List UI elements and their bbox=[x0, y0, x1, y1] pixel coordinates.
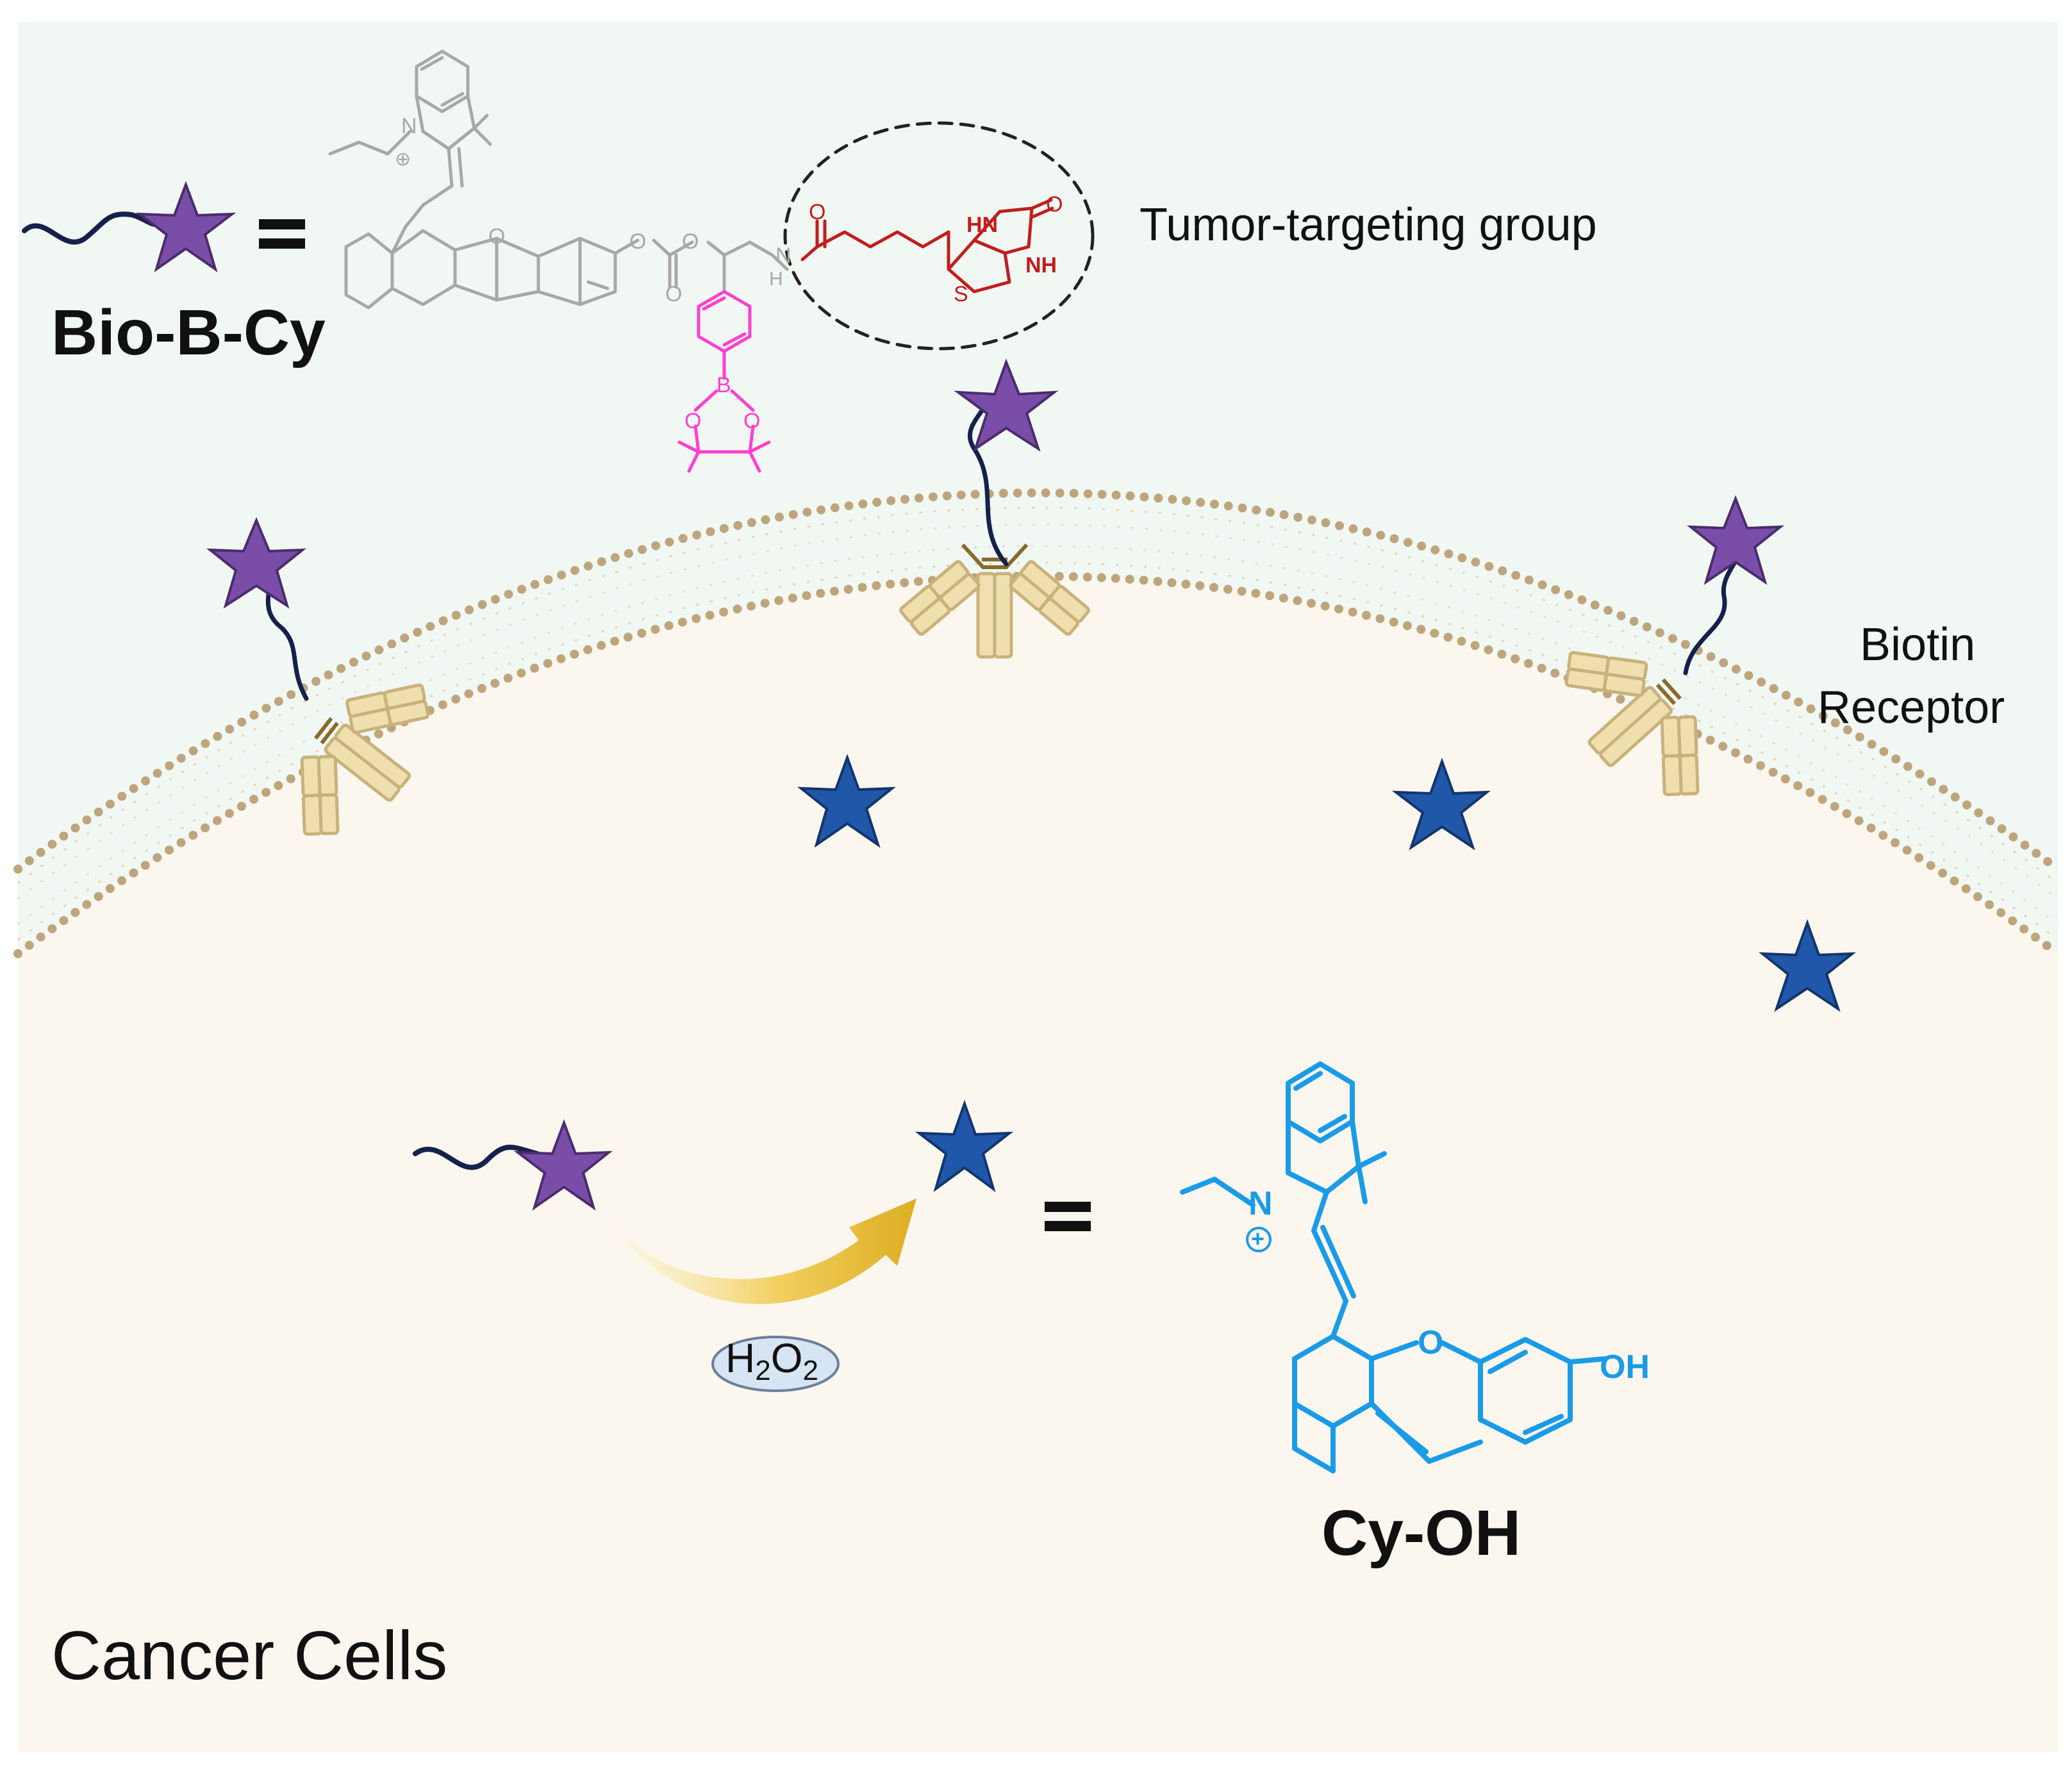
probe-atom-o3: O bbox=[682, 229, 699, 254]
bound-probe-right bbox=[1683, 495, 1784, 676]
reagent-sub1: 2 bbox=[755, 1355, 771, 1386]
compartment-label: Cancer Cells bbox=[51, 1616, 448, 1694]
biotin-receptor-right bbox=[1564, 651, 1700, 797]
h2o2-oval bbox=[711, 1336, 840, 1392]
equals-sign-bottom-bar2 bbox=[1045, 1221, 1091, 1231]
probe-legend-glyph bbox=[22, 181, 236, 272]
reagent-mid: O bbox=[770, 1335, 803, 1381]
bound-probe-center bbox=[954, 358, 1059, 567]
biotin-atom-o: O bbox=[809, 200, 825, 224]
probe-atom-h: H bbox=[769, 269, 783, 290]
product-atom-charge: + bbox=[1251, 1225, 1264, 1252]
probe-name-label: Bio-B-Cy bbox=[51, 297, 326, 369]
receptor-label-line2: Receptor bbox=[1818, 682, 2005, 733]
probe-atom-n: N bbox=[401, 114, 417, 138]
cytoplasm-region bbox=[18, 576, 2058, 1752]
product-atom-labels: N + O OH bbox=[1246, 1185, 1650, 1386]
probe-atom-o2: O bbox=[665, 282, 682, 306]
probe-atom-labels: N ⊕ O O O O N H B O O O HN O NH S bbox=[395, 114, 1063, 433]
product-star-1 bbox=[797, 754, 896, 848]
reagent-sub2: 2 bbox=[802, 1355, 818, 1386]
biotin-atom-nh: NH bbox=[1025, 253, 1057, 278]
biotin-receptor-center bbox=[899, 543, 1090, 659]
reaction-arrow bbox=[609, 1199, 916, 1304]
receptor-label-line1: Biotin bbox=[1860, 619, 1976, 670]
biotin-receptor-left bbox=[300, 683, 430, 836]
product-name-label: Cy-OH bbox=[1322, 1497, 1521, 1569]
probe-atom-o-ring: O bbox=[488, 224, 505, 249]
reaction-probe-glyph bbox=[413, 1119, 613, 1211]
product-structure bbox=[1180, 1061, 1608, 1473]
probe-atom-bo2: O bbox=[743, 409, 760, 433]
equals-sign-bottom-bar1 bbox=[1045, 1202, 1091, 1212]
equals-sign-top-bar2 bbox=[259, 238, 305, 249]
probe-atom-charge: ⊕ bbox=[395, 149, 411, 170]
product-star-2 bbox=[1391, 758, 1491, 850]
probe-structure bbox=[328, 49, 1095, 473]
reagent-label: H2O2 bbox=[725, 1334, 818, 1387]
product-star-3 bbox=[1759, 919, 1856, 1012]
probe-atom-bo1: O bbox=[684, 409, 701, 433]
reaction-product-star bbox=[915, 1100, 1014, 1193]
probe-atom-o1: O bbox=[629, 229, 646, 254]
biotin-atom-urea-o: O bbox=[1046, 192, 1063, 217]
product-atom-o-ring: O bbox=[1418, 1324, 1443, 1361]
product-atom-oh: OH bbox=[1600, 1348, 1650, 1386]
biotin-atom-s: S bbox=[954, 282, 968, 306]
reagent-base: H bbox=[725, 1335, 756, 1381]
probe-atom-b: B bbox=[717, 373, 731, 397]
product-atom-n: N bbox=[1248, 1185, 1273, 1222]
probe-atom-nh: N bbox=[775, 244, 792, 268]
tumor-targeting-label: Tumor-targeting group bbox=[1140, 199, 1597, 251]
biotin-atom-hn: HN bbox=[966, 213, 998, 237]
equals-sign-top-bar1 bbox=[259, 219, 305, 229]
bound-probe-left bbox=[206, 517, 309, 701]
